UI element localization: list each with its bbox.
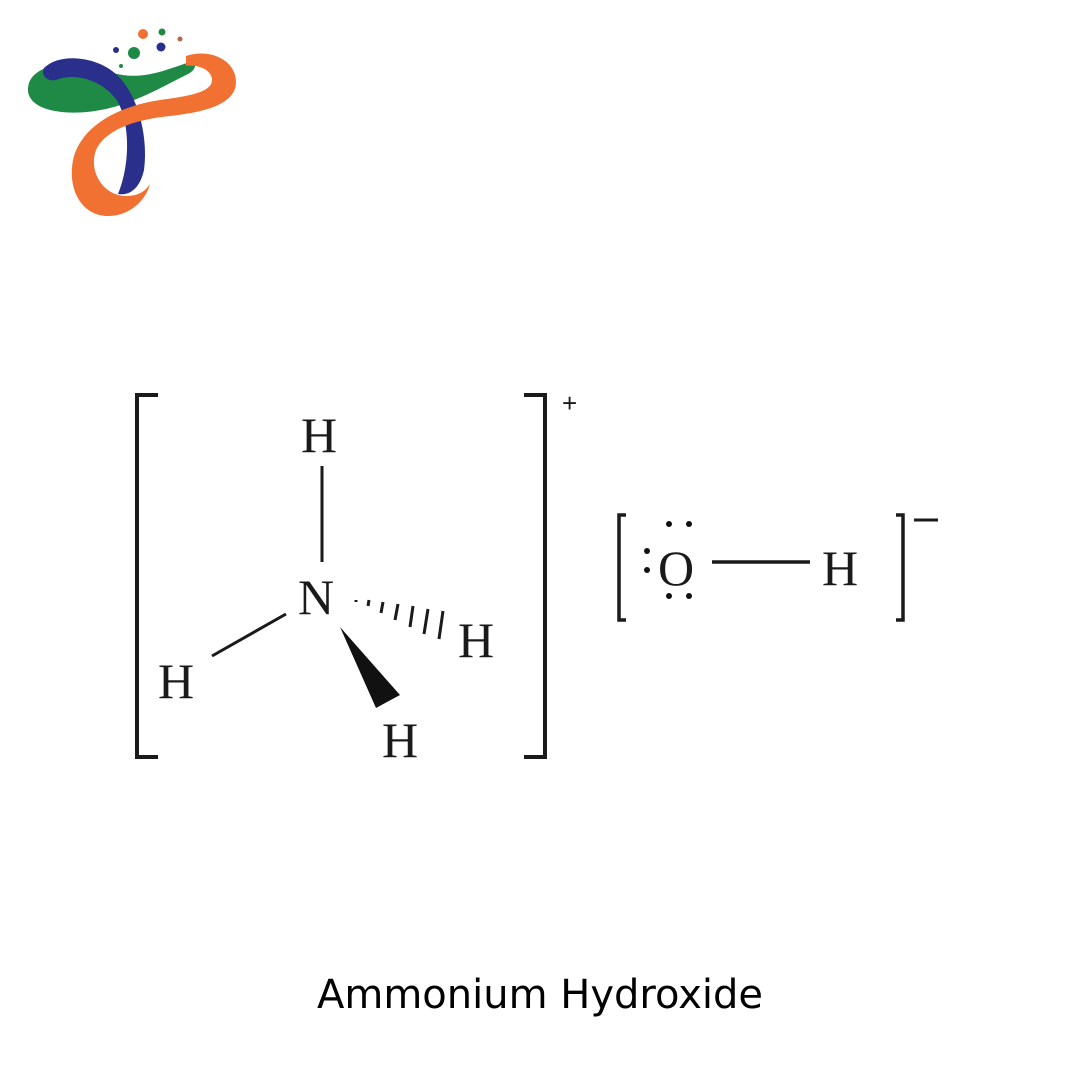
bond-n-h-right-hashed — [354, 599, 445, 640]
atom-h-top: H — [301, 407, 337, 463]
oxygen-lone-pairs — [644, 521, 692, 599]
atom-h-hydroxide: H — [822, 540, 858, 596]
atom-h-right: H — [458, 612, 494, 668]
ammonium-charge: + — [562, 388, 577, 418]
ammonium-bracket-right — [524, 393, 547, 759]
atom-n: N — [298, 569, 334, 625]
atom-h-bottom: H — [382, 712, 418, 768]
company-logo — [27, 28, 236, 216]
caption: Ammonium Hydroxide — [317, 972, 763, 1018]
atom-o: O — [658, 540, 694, 596]
atom-h-left: H — [158, 653, 194, 709]
ammonium-bracket-left — [135, 393, 158, 759]
bond-n-h-left — [211, 612, 287, 658]
bond-n-h-bottom-wedge — [340, 627, 400, 708]
hydroxide-bracket-left — [617, 513, 626, 622]
hydroxide-bracket-right — [896, 513, 905, 622]
